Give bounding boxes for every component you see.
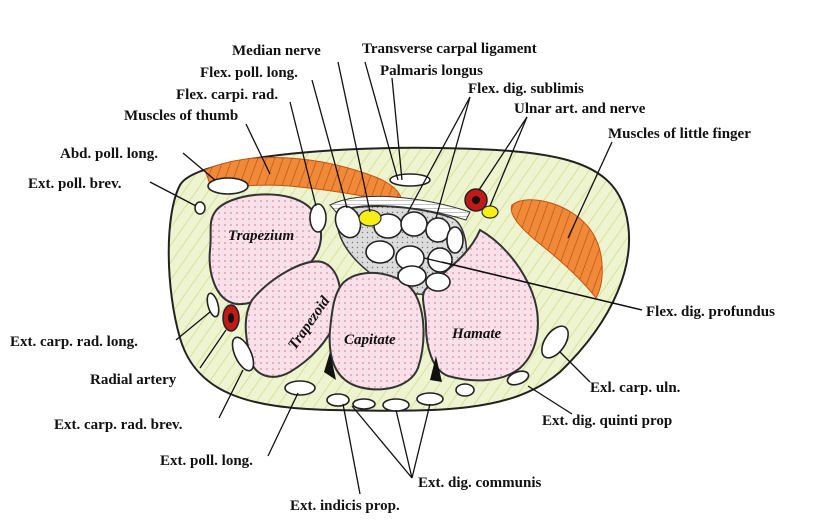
label-flex-carpi-rad: Flex. carpi. rad. [176,87,278,103]
tendon-eip [326,393,350,407]
label-muscles-of-little-finger: Muscles of little finger [608,126,751,142]
tendon-edc-4 [455,383,475,397]
hamate-label: Hamate [451,326,502,342]
flexor-tendons [334,205,464,292]
label-ext-carp-rad-brev: Ext. carp. rad. brev. [54,417,183,433]
tendon-profundus-1 [365,240,395,264]
capitate-label: Capitate [344,332,396,348]
label-ext-indicis-prop: Ext. indicis prop. [290,498,400,514]
label-exl-carp-uln: Exl. carp. uln. [590,380,681,396]
label-ext-carp-rad-long: Ext. carp. rad. long. [10,334,138,350]
ligament-dark-1 [324,352,336,380]
palmaris-longus-tendon [389,173,431,187]
hamate-bone [422,228,539,382]
label-ext-poll-brev: Ext. poll. brev. [28,176,122,192]
tendon-edc-1 [352,398,376,410]
label-ext-dig-communis: Ext. dig. communis [418,475,542,491]
tendon-edc-2 [382,398,410,412]
muscles-of-little-finger-shape [510,199,603,299]
trapezium-label: Trapezium [228,228,294,244]
tendon-ecu [541,325,569,359]
label-median-nerve: Median nerve [232,43,321,59]
ulnar-nerve [481,205,499,219]
ulnar-artery-lumen [472,196,480,204]
tendon-edc-3 [416,392,444,406]
extensor-tendons [206,292,569,412]
tendon-profundus-3 [427,247,453,273]
tendon-ecrl [206,292,220,318]
label-ext-dig-quinti-prop: Ext. dig. quinti prop [542,413,672,429]
label-radial-artery: Radial artery [90,372,177,388]
label-flex-poll-long: Flex. poll. long. [200,65,298,81]
label-transverse-carpal-ligament: Transverse carpal ligament [362,41,537,57]
label-flex-dig-profundus: Flex. dig. profundus [646,304,775,320]
ext-poll-brev-tendon [194,201,206,215]
tendon-edqp [506,370,530,386]
label-palmaris-longus: Palmaris longus [380,63,483,79]
label-ulnar-art-nerve: Ulnar art. and nerve [514,101,646,117]
label-abd-poll-long: Abd. poll. long. [60,146,158,162]
label-muscles-of-thumb: Muscles of thumb [124,108,238,124]
leader-lines [149,61,643,495]
tendon-profundus-4 [397,265,427,287]
label-flex-dig-sublimis: Flex. dig. sublimis [468,81,584,97]
radial-artery-lumen [228,313,234,323]
tendon-sublimis-2 [400,211,428,237]
abd-poll-long-tendon [207,177,249,195]
tendon-profundus-5 [425,272,451,292]
ligament-dark-2 [430,356,442,382]
flex-carpi-rad-tendon [309,203,327,233]
tendon-sublimis-4 [446,226,464,254]
tendon-ecrb [231,336,255,372]
tendon-epl [284,380,316,396]
median-nerve-shape [358,209,382,227]
label-ext-poll-long-back: Ext. poll. long. [160,453,253,469]
